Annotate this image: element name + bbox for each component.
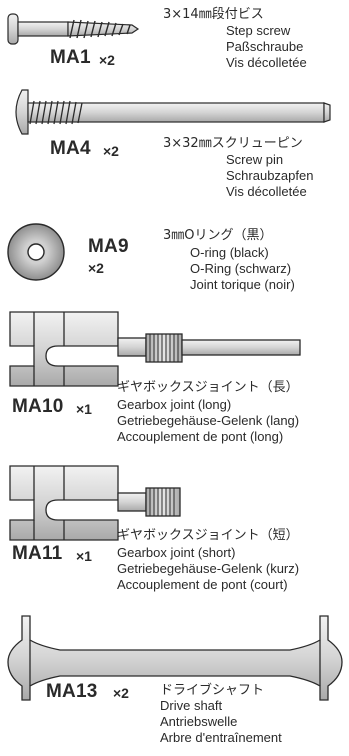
part-japanese-name-ma10: ギヤボックスジョイント（長） [117,380,299,395]
part-name-fr-ma10: Accouplement de pont (long) [117,429,284,444]
part-description-ma1: Step screw Paßschraube Vis décolletée [226,23,307,71]
part-quantity-ma10: ×1 [76,401,92,417]
part-quantity-ma9: ×2 [88,260,104,276]
part-name-de-ma9: O-Ring (schwarz) [190,261,292,276]
ma10-gearbox-joint-long-icon [9,311,301,387]
part-code-ma13: MA13 [46,681,98,702]
part-name-fr-ma1: Vis décolletée [226,55,307,70]
part-name-en-ma11: Gearbox joint (short) [117,545,236,560]
part-quantity-ma13: ×2 [113,685,129,701]
part-code-ma9: MA9 [88,236,129,257]
part-name-de-ma4: Schraubzapfen [226,168,314,183]
part-name-fr-ma4: Vis décolletée [226,184,307,199]
part-japanese-name-ma13: ドライブシャフト [160,683,265,698]
ma4-screw-pin-icon [15,89,331,135]
part-name-en-ma9: O-ring (black) [190,245,269,260]
part-name-de-ma10: Getriebegehäuse-Gelenk (lang) [117,413,300,428]
part-code-ma1: MA1 [50,47,91,68]
part-japanese-name-ma4: 3×32㎜スクリューピン [163,136,303,151]
ma1-step-screw-icon [7,13,140,45]
part-quantity-ma4: ×2 [103,143,119,159]
part-name-fr-ma13: Arbre d'entraînement [160,730,282,745]
part-code-ma10: MA10 [12,396,64,417]
part-description-ma9: O-ring (black) O-Ring (schwarz) Joint to… [190,245,295,293]
ma13-drive-shaft-icon [7,615,343,701]
part-description-ma11: Gearbox joint (short) Getriebegehäuse-Ge… [117,545,299,593]
part-name-en-ma13: Drive shaft [160,698,223,713]
part-description-ma4: Screw pin Schraubzapfen Vis décolletée [226,152,313,200]
part-name-fr-ma9: Joint torique (noir) [190,277,295,292]
part-code-ma11: MA11 [12,543,63,564]
part-description-ma10: Gearbox joint (long) Getriebegehäuse-Gel… [117,397,299,445]
part-description-ma13: Drive shaft Antriebswelle Arbre d'entraî… [160,698,282,746]
part-japanese-name-ma11: ギヤボックスジョイント（短） [117,528,299,543]
part-name-de-ma11: Getriebegehäuse-Gelenk (kurz) [117,561,300,576]
ma11-gearbox-joint-short-icon [9,465,181,541]
part-name-fr-ma11: Accouplement de pont (court) [117,577,288,592]
part-name-en-ma1: Step screw [226,23,291,38]
part-name-de-ma13: Antriebswelle [160,714,238,729]
part-quantity-ma1: ×2 [99,52,115,68]
part-code-ma4: MA4 [50,138,91,159]
part-japanese-name-ma1: 3×14㎜段付ビス [163,7,264,22]
part-name-en-ma4: Screw pin [226,152,284,167]
ma9-o-ring-icon [7,223,65,281]
part-name-de-ma1: Paßschraube [226,39,304,54]
part-name-en-ma10: Gearbox joint (long) [117,397,232,412]
part-quantity-ma11: ×1 [76,548,92,564]
part-japanese-name-ma9: 3㎜Oリング（黒） [163,228,273,243]
